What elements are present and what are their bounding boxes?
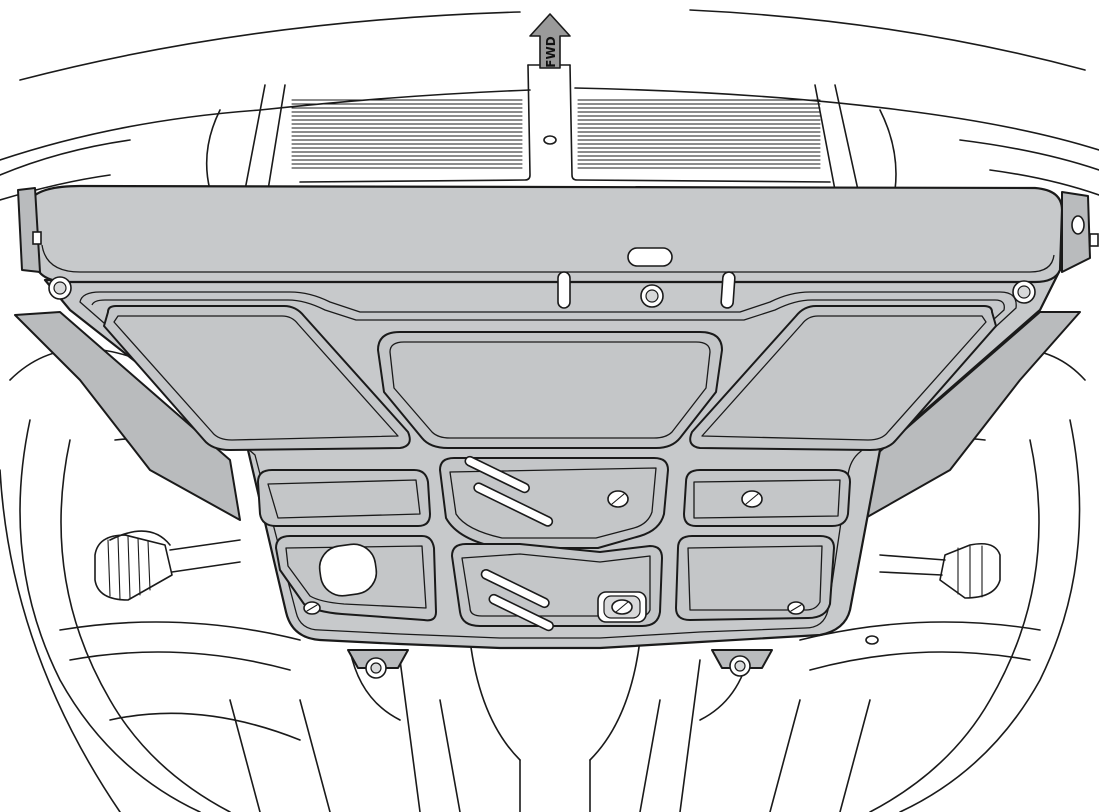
chassis-outline: [0, 9, 1099, 201]
panel-mid-center: [439, 457, 669, 549]
oil-filter-access: [597, 591, 647, 623]
vent-slot-left: [557, 271, 571, 309]
panel-front-center: [377, 331, 723, 449]
stamped-ribs: [464, 455, 554, 632]
oil-drain-hatch: [318, 543, 378, 597]
panel-front-left: [103, 305, 411, 451]
bolt-rear-right: [711, 649, 773, 677]
panel-mid-left: [257, 469, 431, 527]
forward-direction-arrow: FWD: [529, 13, 571, 69]
panel-mid-right: [683, 469, 851, 527]
plate-front-lip: [28, 184, 1064, 284]
panel-rear-right: [675, 535, 835, 621]
fwd-label: FWD: [544, 36, 558, 67]
right-cv-boot: [879, 542, 1001, 599]
left-cv-boot: [94, 534, 241, 601]
bolt-front-center: [640, 284, 664, 308]
panel-screws: [303, 490, 805, 615]
bolt-front-right: [1012, 280, 1036, 304]
skid-plate: [14, 184, 1099, 679]
vent-slot-right: [720, 271, 736, 309]
left-wing-flange: [14, 311, 241, 521]
mounting-bolts: [48, 276, 1036, 679]
panel-front-right: [689, 305, 997, 451]
left-edge-bracket: [17, 187, 41, 273]
radiator-fins-right: [577, 99, 821, 169]
bolt-front-left: [48, 276, 72, 300]
lip-slot-center: [627, 247, 673, 267]
bolt-rear-left: [347, 649, 409, 679]
radiator-fins-left: [291, 99, 523, 169]
